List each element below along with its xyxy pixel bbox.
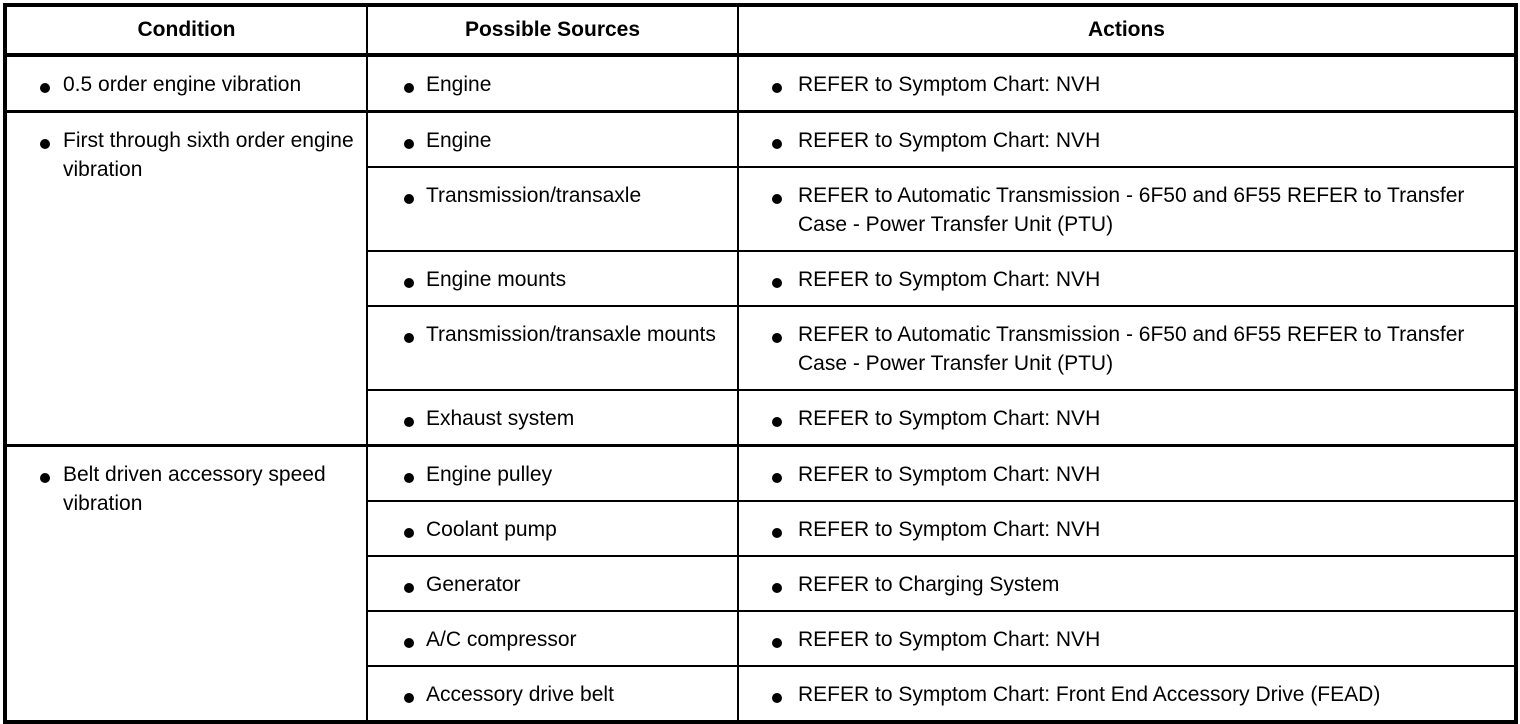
condition-text: Belt driven accessory speed vibration (7, 447, 366, 529)
condition-cell: 0.5 order engine vibration (5, 53, 368, 112)
source-text: Transmission/transaxle mounts (368, 307, 737, 360)
action-text: REFER to Automatic Transmission - 6F50 a… (739, 307, 1514, 389)
source-text: Coolant pump (368, 502, 737, 555)
action-cell: REFER to Symptom Chart: Front End Access… (738, 665, 1516, 722)
source-text: A/C compressor (368, 612, 737, 665)
action-cell: REFER to Symptom Chart: NVH (738, 500, 1516, 556)
source-cell: Transmission/transaxle mounts (367, 305, 739, 390)
source-text: Engine mounts (368, 252, 737, 305)
action-text: REFER to Automatic Transmission - 6F50 a… (739, 168, 1514, 250)
action-cell: REFER to Symptom Chart: NVH (738, 110, 1516, 167)
action-text: REFER to Symptom Chart: Front End Access… (739, 667, 1514, 720)
table-row: First through sixth order engine vibrati… (5, 110, 1516, 446)
action-cell: REFER to Symptom Chart: NVH (738, 53, 1516, 112)
action-text: REFER to Symptom Chart: NVH (739, 252, 1514, 305)
column-header-condition: Condition (5, 5, 368, 57)
table-row: Exhaust system REFER to Symptom Chart: N… (5, 389, 1516, 446)
table-row: Engine mounts REFER to Symptom Chart: NV… (5, 250, 1516, 306)
source-text: Exhaust system (368, 391, 737, 444)
source-cell: Generator (367, 555, 739, 611)
action-cell: REFER to Symptom Chart: NVH (738, 250, 1516, 306)
condition-cell: First through sixth order engine vibrati… (5, 110, 368, 446)
table-row: 0.5 order engine vibration Engine REFER … (5, 53, 1516, 112)
source-text: Engine (368, 113, 737, 166)
action-text: REFER to Symptom Chart: NVH (739, 502, 1514, 555)
condition-cell: Belt driven accessory speed vibration (5, 444, 368, 722)
action-cell: REFER to Symptom Chart: NVH (738, 444, 1516, 501)
source-cell: Engine pulley (367, 444, 739, 501)
source-cell: Coolant pump (367, 500, 739, 556)
action-cell: REFER to Symptom Chart: NVH (738, 389, 1516, 446)
column-header-actions: Actions (738, 5, 1516, 57)
source-text: Transmission/transaxle (368, 168, 737, 221)
condition-text: First through sixth order engine vibrati… (7, 113, 366, 195)
table-body: 0.5 order engine vibration Engine REFER … (5, 53, 1516, 722)
table-header: Condition Possible Sources Actions (5, 5, 1516, 57)
source-cell: Transmission/transaxle (367, 166, 739, 251)
source-cell: Engine (367, 53, 739, 112)
action-text: REFER to Symptom Chart: NVH (739, 391, 1514, 444)
diagnostic-chart-page: Condition Possible Sources Actions 0.5 o… (3, 3, 1518, 724)
table-row: Belt driven accessory speed vibration En… (5, 444, 1516, 722)
source-cell: Exhaust system (367, 389, 739, 446)
action-text: REFER to Symptom Chart: NVH (739, 57, 1514, 110)
source-text: Engine pulley (368, 447, 737, 500)
action-text: REFER to Charging System (739, 557, 1514, 610)
source-text: Generator (368, 557, 737, 610)
vibration-diagnostic-table: Condition Possible Sources Actions 0.5 o… (3, 3, 1518, 724)
source-text: Engine (368, 57, 737, 110)
condition-text: 0.5 order engine vibration (7, 57, 366, 110)
source-cell: Engine mounts (367, 250, 739, 306)
table-row: Transmission/transaxle REFER to Automati… (5, 166, 1516, 251)
action-text: REFER to Symptom Chart: NVH (739, 612, 1514, 665)
column-header-possible-sources: Possible Sources (367, 5, 739, 57)
source-cell: A/C compressor (367, 610, 739, 666)
action-text: REFER to Symptom Chart: NVH (739, 447, 1514, 500)
table-row: Coolant pump REFER to Symptom Chart: NVH (5, 500, 1516, 556)
table-row: Transmission/transaxle mounts REFER to A… (5, 305, 1516, 390)
action-text: REFER to Symptom Chart: NVH (739, 113, 1514, 166)
action-cell: REFER to Charging System (738, 555, 1516, 611)
source-cell: Accessory drive belt (367, 665, 739, 722)
table-row: Generator REFER to Charging System (5, 555, 1516, 611)
source-text: Accessory drive belt (368, 667, 737, 720)
action-cell: REFER to Automatic Transmission - 6F50 a… (738, 166, 1516, 251)
action-cell: REFER to Automatic Transmission - 6F50 a… (738, 305, 1516, 390)
action-cell: REFER to Symptom Chart: NVH (738, 610, 1516, 666)
source-cell: Engine (367, 110, 739, 167)
header-row: Condition Possible Sources Actions (5, 5, 1516, 57)
